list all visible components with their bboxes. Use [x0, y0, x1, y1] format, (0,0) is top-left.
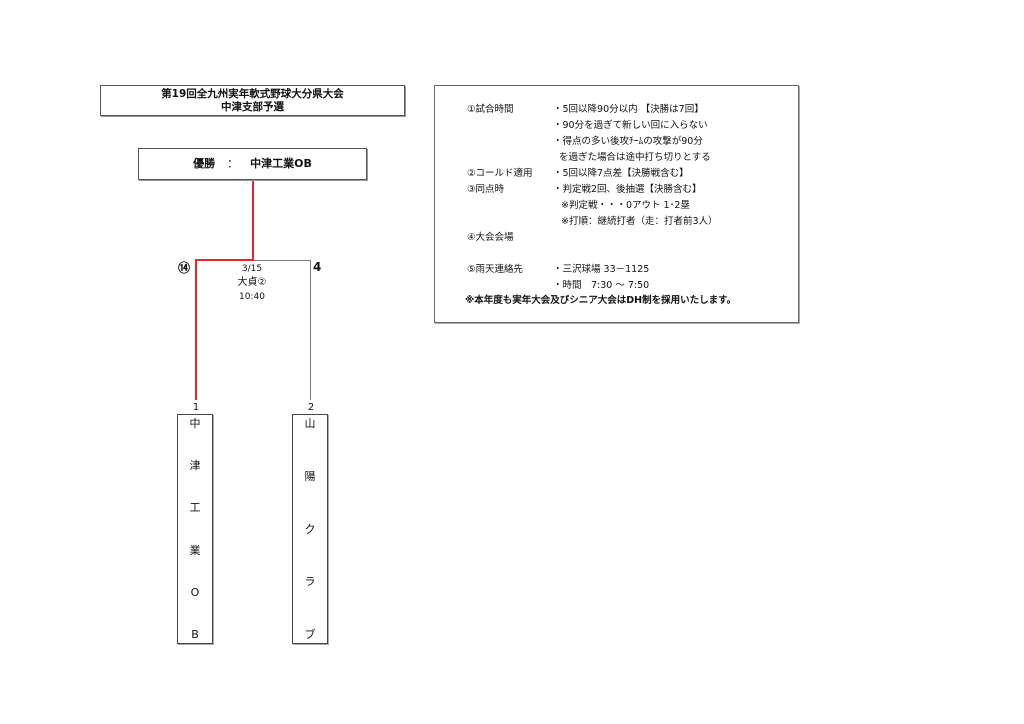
tournament-title-box: 第19回全九州実年軟式野球大分県大会 中津支部予選: [100, 85, 405, 116]
team-2-char: ブ: [304, 628, 316, 641]
right-score: 4: [313, 260, 322, 274]
tournament-title-line2: 中津支部予選: [221, 101, 284, 113]
match-date: 3/15: [241, 264, 263, 274]
rule-text: ・5回以降7点差【決勝戦含む】: [553, 168, 689, 179]
team-1-seed: 1: [192, 402, 200, 413]
rule-label-game-time: ①試合時間: [467, 104, 514, 115]
rule-label-venue: ④大会会場: [467, 232, 514, 243]
winner-separator: ：: [227, 157, 239, 170]
left-score: ⑭: [178, 261, 191, 275]
tournament-title-line1: 第19回全九州実年軟式野球大分県大会: [161, 88, 344, 100]
loser-path-top-line: [254, 260, 311, 261]
team-1-box: 中 津 工 業 O B: [177, 414, 213, 644]
rule-text: ※打順：継続打者（走：打者前3人）: [561, 216, 718, 227]
team-1-char: 業: [189, 543, 201, 557]
team-2-char: ラ: [304, 575, 316, 589]
rules-box: ①試合時間 ・5回以降90分以内 【決勝は7回】 ・90分を過ぎて新しい回に入ら…: [434, 85, 799, 323]
final-connector-line: [252, 181, 254, 260]
team-2-box: 山 陽 ク ラ ブ: [292, 414, 328, 644]
rule-label-called-game: ②コールド適用: [467, 168, 533, 179]
dh-rule-note: ※本年度も実年大会及びシニア大会はDH制を採用いたします。: [465, 295, 737, 306]
rule-text: ・90分を過ぎて新しい回に入らない: [553, 120, 708, 131]
team-2-seed: 2: [307, 402, 315, 413]
team-1-char: 津: [189, 459, 201, 473]
rule-text: ※判定戦・・・0アウト 1･2塁: [561, 200, 690, 211]
rule-label-rain-contact: ⑤雨天連絡先: [467, 264, 524, 275]
rule-text: ・判定戦2回、後抽選【決勝含む】: [553, 184, 702, 195]
team-2-char: 陽: [304, 469, 316, 483]
winner-path-left-line: [195, 259, 197, 400]
rule-text: ・得点の多い後攻ﾁｰﾑの攻撃が90分: [553, 136, 703, 147]
match-info: 3/15 大貞② 10:40: [222, 262, 282, 304]
team-2-char: 山: [304, 417, 316, 430]
team-1-char: O: [190, 585, 200, 599]
team-1-char: B: [191, 627, 199, 641]
winner-box: 優勝 ： 中津工業OB: [138, 148, 367, 180]
rule-text: ・時間 7:30 ～ 7:50: [553, 280, 650, 291]
rule-label-tie: ③同点時: [467, 184, 505, 195]
winner-team: 中津工業OB: [250, 157, 312, 170]
loser-path-right-line: [310, 260, 311, 400]
team-2-char: ク: [304, 522, 316, 536]
team-1-char: 中: [189, 417, 201, 430]
rule-text: ・5回以降90分以内 【決勝は7回】: [553, 104, 704, 115]
rule-text: を過ぎた場合は途中打ち切りとする: [559, 152, 711, 163]
winner-label: 優勝: [193, 157, 216, 170]
match-venue: 大貞②: [237, 277, 267, 288]
match-time: 10:40: [239, 292, 265, 302]
winner-path-top-line: [195, 259, 254, 261]
rule-text: ・三沢球場 33－1125: [553, 264, 650, 275]
team-1-char: 工: [189, 501, 201, 515]
